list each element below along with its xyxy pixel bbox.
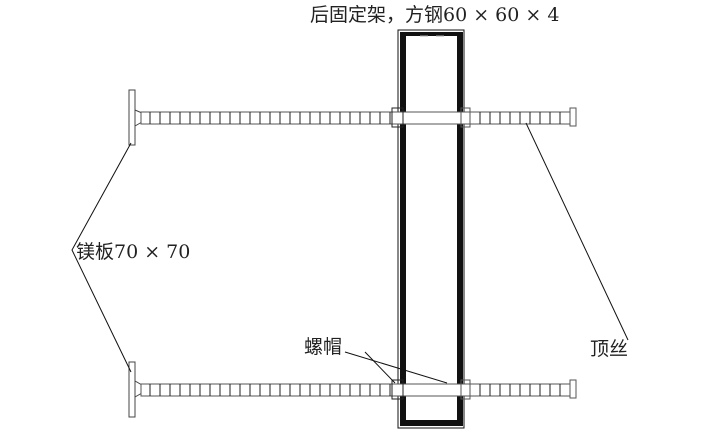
plate-leader — [71, 142, 132, 373]
nut — [460, 379, 471, 400]
top-jack-screw — [128, 89, 577, 146]
leader-lines — [71, 122, 629, 384]
plate-label: 镁板70 × 70 — [76, 241, 191, 263]
nut-label: 螺帽 — [304, 336, 343, 358]
nut — [460, 107, 471, 128]
nut-leader-right — [344, 351, 448, 384]
screw-label: 顶丝 — [590, 338, 629, 360]
frame-label: 后固定架，方钢60 × 60 × 4 — [310, 4, 560, 26]
square-steel-tube — [397, 29, 465, 429]
nut-leader-left — [364, 351, 396, 384]
screw-leader — [525, 122, 629, 341]
bottom-jack-screw — [128, 361, 577, 418]
nut — [391, 107, 404, 128]
nut — [391, 379, 404, 400]
